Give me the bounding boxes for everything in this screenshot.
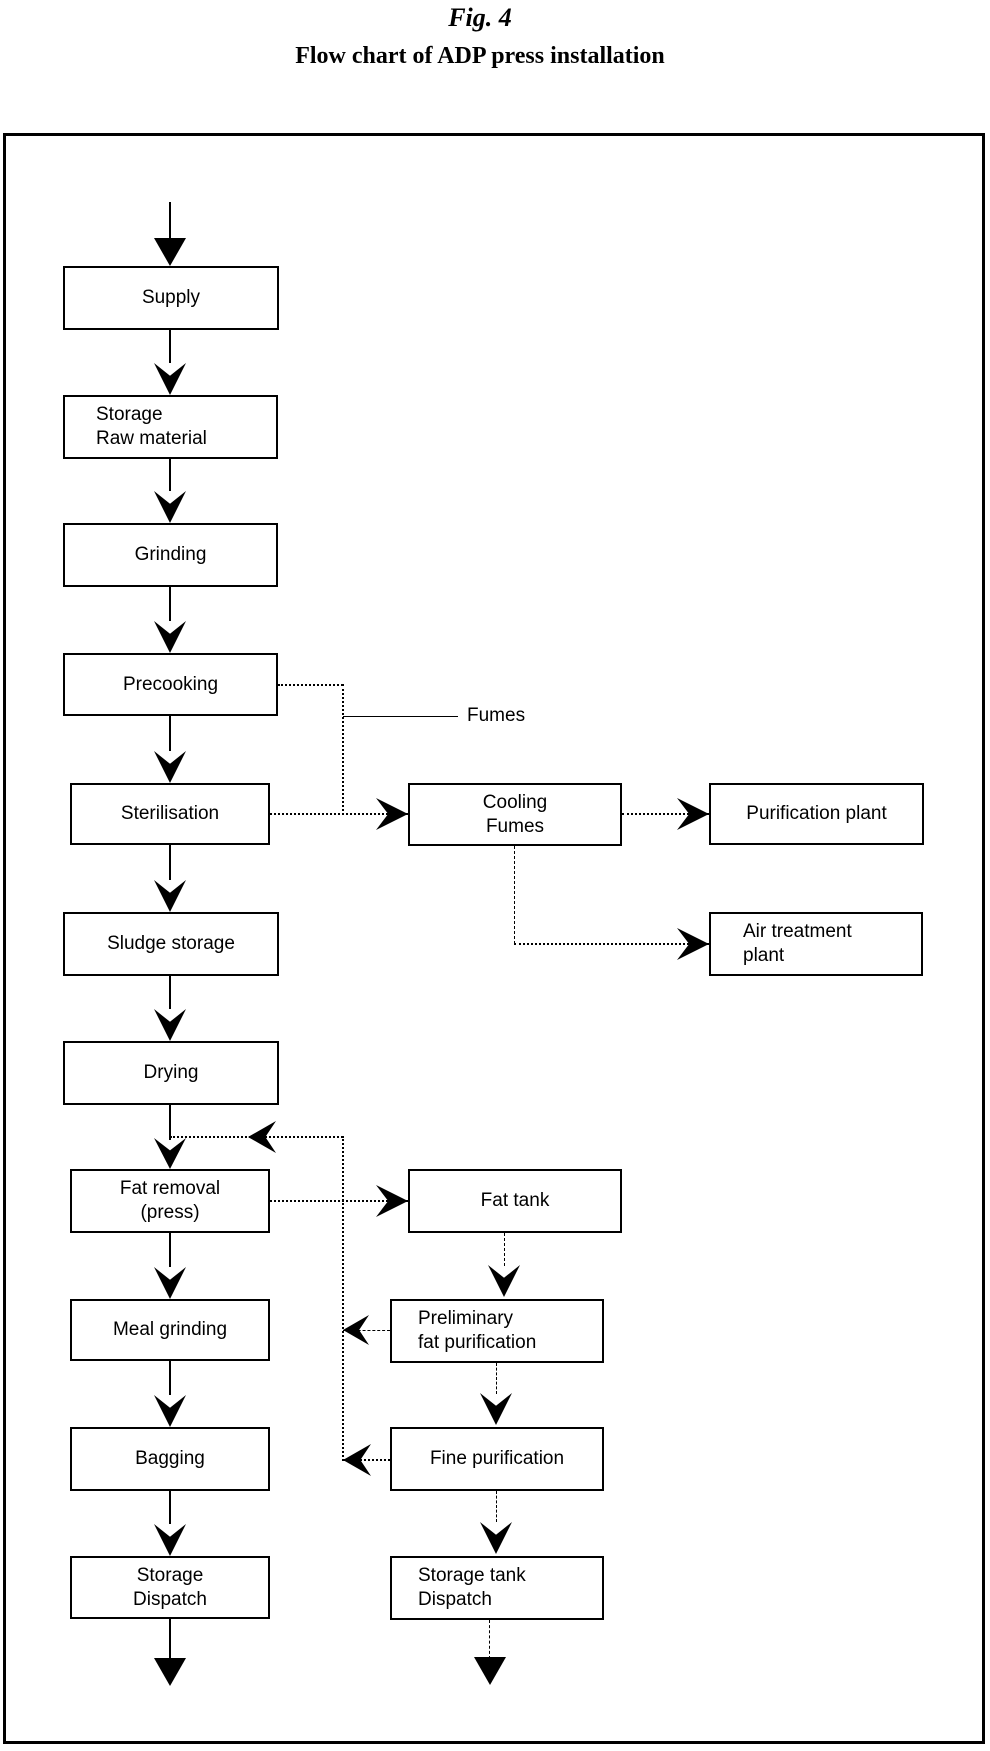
node-fine-purification: Fine purification [390, 1427, 604, 1491]
node-label: Sterilisation [120, 803, 220, 824]
connector-cooling-down [514, 846, 515, 944]
node-sludge-storage: Sludge storage [63, 912, 279, 976]
node-fat-tank: Fat tank [408, 1169, 622, 1233]
node-label: Storage [136, 1564, 204, 1586]
node-label: Precooking [122, 673, 219, 695]
node-grinding: Grinding [63, 523, 278, 587]
node-label: Fumes [485, 815, 545, 837]
figure-title: Flow chart of ADP press installation [295, 43, 665, 69]
connector-sterilisation-sludge [169, 845, 171, 880]
connector-fatremoval-mealgrinding [169, 1233, 171, 1267]
node-label: Storage tank [418, 1565, 526, 1586]
connector-bagging-storagedispatch [169, 1491, 171, 1524]
node-label: Preliminary [418, 1308, 514, 1329]
node-sterilisation: Sterilisation [70, 783, 270, 845]
node-label: Air treatment [743, 921, 852, 942]
connector-fatremoval-fattank [270, 1200, 408, 1202]
node-storage-raw-material: Storage Raw material [63, 395, 278, 459]
node-label: Purification plant [746, 803, 887, 824]
node-air-treatment-plant: Air treatment plant [709, 912, 923, 976]
node-label: fat purification [418, 1332, 537, 1353]
connector-exit-right [489, 1620, 490, 1659]
connector-cooling-purification [622, 813, 709, 815]
node-label: Fat removal [119, 1178, 221, 1199]
node-label: Cooling [482, 791, 548, 813]
fumes-callout-line [343, 716, 458, 717]
connector-fine-storagetank [496, 1491, 497, 1522]
connector-mealgrinding-bagging [169, 1361, 171, 1395]
node-label: (press) [140, 1202, 200, 1223]
node-cooling-fumes: Cooling Fumes [408, 783, 622, 846]
node-preliminary-fat-purification: Preliminary fat purification [390, 1299, 604, 1363]
node-label: plant [743, 945, 785, 966]
node-label: Meal grinding [112, 1319, 228, 1340]
connector-precooking-sterilisation [169, 716, 171, 751]
node-label: Dispatch [133, 1588, 207, 1610]
node-label: Bagging [135, 1448, 205, 1469]
node-purification-plant: Purification plant [709, 783, 924, 845]
node-label: Storage [96, 404, 163, 425]
connector-return-vertical [342, 1136, 344, 1461]
chart-frame [3, 133, 985, 1744]
node-fat-removal: Fat removal (press) [70, 1169, 270, 1233]
connector-fumes-vertical [342, 684, 344, 815]
connector-entry [169, 202, 171, 240]
connector-preliminary-return [343, 1330, 390, 1331]
connector-grinding-precooking [169, 587, 171, 621]
node-label: Sludge storage [107, 933, 235, 954]
connector-fine-return [343, 1459, 390, 1461]
connector-fattank-preliminary [504, 1233, 505, 1266]
node-drying: Drying [63, 1041, 279, 1105]
node-label: Drying [143, 1062, 199, 1083]
node-label: Fine purification [429, 1448, 565, 1469]
node-label: Fat tank [480, 1190, 550, 1211]
node-storage-dispatch: Storage Dispatch [70, 1556, 270, 1619]
node-label: Supply [141, 287, 201, 308]
node-label: Dispatch [418, 1589, 492, 1610]
node-label: Raw material [96, 428, 207, 449]
connector-sterilisation-cooling [270, 813, 408, 815]
node-bagging: Bagging [70, 1427, 270, 1491]
node-storage-tank-dispatch: Storage tank Dispatch [390, 1556, 604, 1620]
node-meal-grinding: Meal grinding [70, 1299, 270, 1361]
connector-drying-fatremoval [169, 1105, 171, 1140]
connector-supply-storage [169, 330, 171, 363]
fumes-label: Fumes [467, 705, 526, 726]
connector-preliminary-fine [496, 1363, 497, 1394]
connector-cooling-airtreatment [514, 943, 709, 945]
connector-exit-left [169, 1619, 171, 1660]
figure-number: Fig. 4 [448, 3, 512, 32]
connector-storage-grinding [169, 459, 171, 491]
node-supply: Supply [63, 266, 279, 330]
node-precooking: Precooking [63, 653, 278, 716]
connector-precooking-fumes [278, 684, 343, 686]
connector-sludge-drying [169, 976, 171, 1009]
node-label: Grinding [134, 544, 207, 565]
